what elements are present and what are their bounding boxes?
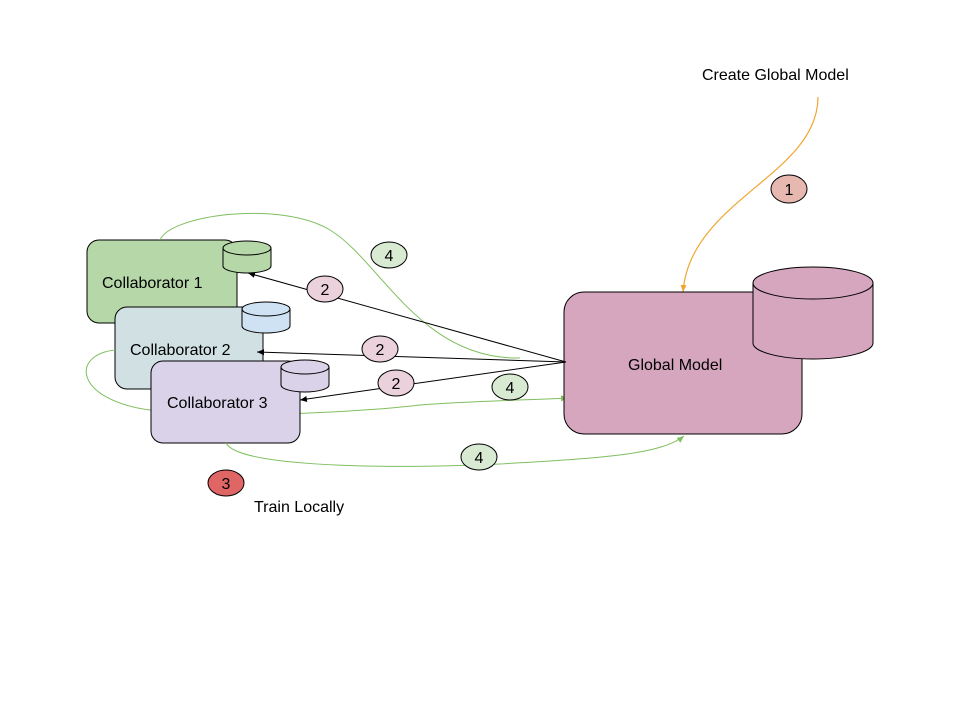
distribute-arrow-collaborator-3 — [299, 361, 567, 402]
collaborator-1-label: Collaborator 1 — [102, 275, 203, 292]
step-2-label-3: 2 — [392, 376, 401, 393]
step-4-label-3: 4 — [475, 450, 484, 467]
step-4-label-2: 4 — [506, 380, 515, 397]
step-2-label-1: 2 — [321, 282, 330, 299]
train-locally-label: Train Locally — [254, 499, 344, 516]
aggregate-curve-collaborator-2 — [85, 349, 569, 415]
global-model-label: Global Model — [628, 357, 722, 374]
step-4-badge-bottom: 4 — [460, 443, 498, 471]
global-model-node: Global Model — [563, 291, 803, 435]
step-2-badge-collaborator-3: 2 — [377, 369, 415, 397]
create-model-arrow — [680, 96, 819, 293]
step-1-label: 1 — [785, 182, 794, 199]
collaborator-1-database-icon — [222, 240, 272, 274]
create-global-model-label: Create Global Model — [702, 67, 849, 84]
step-2-label-2: 2 — [376, 342, 385, 359]
step-4-badge-middle: 4 — [491, 373, 529, 401]
collaborator-3-database-icon — [280, 359, 330, 393]
collaborator-3-node: Collaborator 3 — [150, 360, 301, 444]
step-2-badge-collaborator-2: 2 — [361, 335, 399, 363]
step-4-label-1: 4 — [385, 248, 394, 265]
global-model-database-icon — [752, 266, 874, 360]
collaborator-3-label: Collaborator 3 — [167, 395, 268, 412]
collaborator-2-label: Collaborator 2 — [130, 342, 231, 359]
distribute-arrow-collaborator-2 — [256, 349, 567, 363]
distribute-arrow-collaborator-1 — [247, 271, 567, 363]
collaborator-1-node: Collaborator 1 — [86, 239, 238, 324]
step-2-badge-collaborator-1: 2 — [306, 275, 344, 303]
step-4-badge-top: 4 — [370, 241, 408, 269]
aggregate-curve-collaborator-1 — [159, 212, 521, 359]
step-3-badge: 3 — [207, 469, 245, 497]
step-1-badge: 1 — [770, 174, 808, 204]
step-3-label: 3 — [222, 476, 231, 493]
collaborator-2-database-icon — [241, 301, 291, 334]
